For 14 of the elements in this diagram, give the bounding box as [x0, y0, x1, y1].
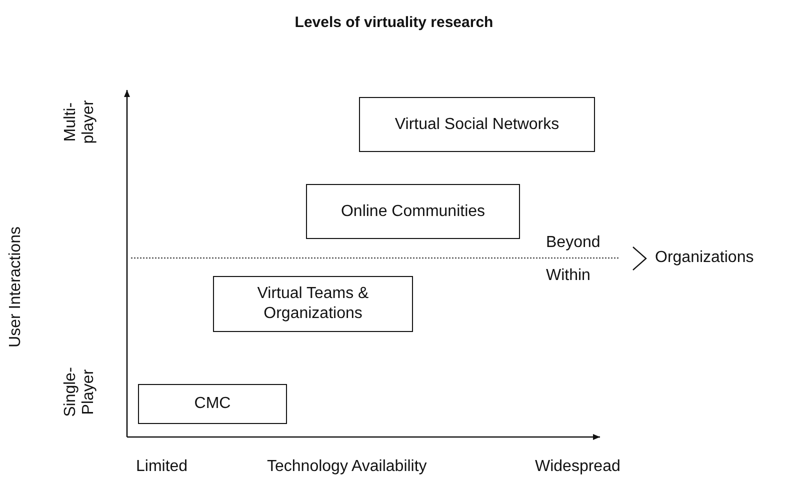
axis-end-label: Limited [136, 457, 188, 476]
category-box: Virtual Teams & Organizations [213, 276, 413, 332]
region-label: Beyond [546, 233, 600, 252]
axis-level-label: Multi-player [62, 99, 98, 146]
axis-title: User Interactions [6, 226, 25, 350]
category-box: Virtual Social Networks [359, 97, 595, 152]
category-box: CMC [138, 384, 287, 424]
region-label: Within [546, 266, 590, 285]
axis-end-label: Widespread [535, 457, 620, 476]
region-label: Organizations [655, 248, 754, 267]
axis-title: Technology Availability [267, 457, 427, 476]
category-box: Online Communities [306, 184, 520, 239]
chart-title: Levels of virtuality research [294, 13, 494, 32]
axis-level-label: Single-Player [62, 366, 98, 419]
